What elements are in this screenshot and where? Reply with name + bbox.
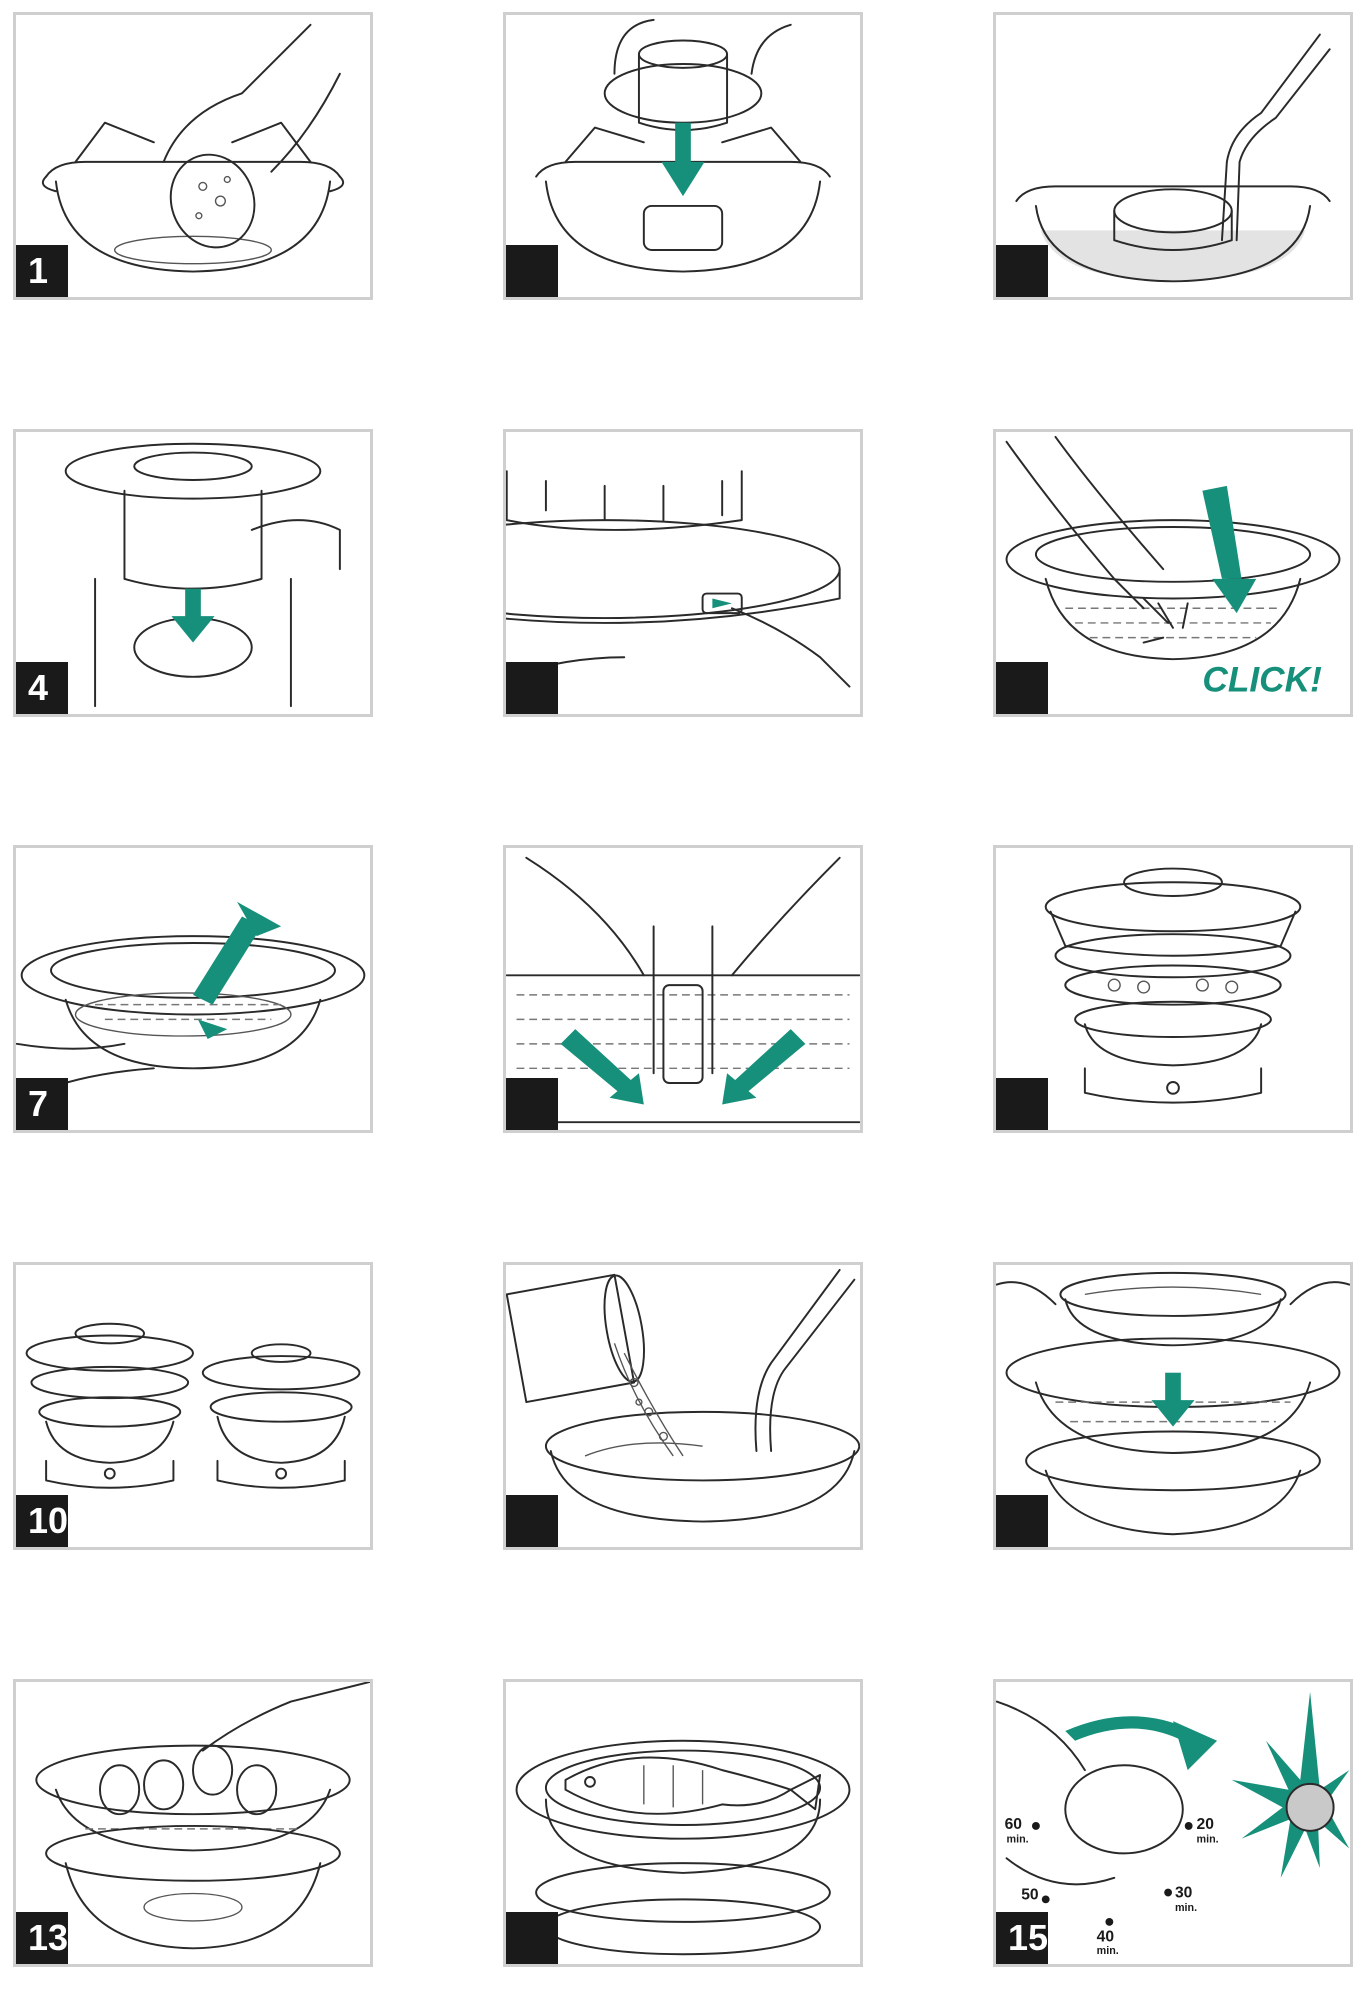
dial-unit: min. [1175,1902,1197,1914]
step-number-badge [506,1495,558,1547]
step-number-badge [506,1078,558,1130]
step-number-badge: 13 [16,1912,68,1964]
place-bowl-illustration [64,442,341,708]
step-panel-10: 10 [13,1262,373,1550]
click-label: CLICK! [1202,660,1322,699]
tray-grip-illustration [506,856,860,1124]
fill-water-illustration [1015,33,1331,283]
step-number-badge: 1 [16,245,68,297]
fish-in-basket-illustration [515,1739,851,1956]
step-number-badge [506,245,558,297]
step-panel-14 [503,1679,863,1967]
step-panel-2 [503,12,863,300]
step-number-badge: 4 [16,662,68,714]
dial-label-30: 30 [1175,1884,1193,1901]
step-number-badge [996,662,1048,714]
step-panel-11 [503,1262,863,1550]
basket-click-illustration: CLICK! [1005,435,1341,699]
step-number-badge [996,1078,1048,1130]
step-panel-7: 7 [13,845,373,1133]
step-number-badge: 10 [16,1495,68,1547]
step-number-badge: 7 [16,1078,68,1130]
step-panel-8 [503,845,863,1133]
base-switch-illustration [506,470,851,688]
dial-unit: min. [1097,1945,1119,1957]
timer-dial-illustration: 60 min. 20 min. 50 30 min. 40 min. [996,1691,1350,1957]
remove-tray-illustration [16,901,366,1094]
step-number-badge [996,1495,1048,1547]
dial-label-60: 60 [1005,1816,1023,1833]
dial-label-40: 40 [1097,1928,1115,1945]
pour-rice-illustration [506,1268,860,1523]
step-panel-6: CLICK! [993,429,1353,717]
dial-unit: min. [1007,1834,1029,1846]
step-number-badge [506,1912,558,1964]
step-panel-15: 60 min. 20 min. 50 30 min. 40 min. 15 [993,1679,1353,1967]
step-panel-9 [993,845,1353,1133]
eggs-in-basket-illustration [35,1682,370,1950]
light-burst-icon [1231,1691,1350,1878]
two-steamers-illustration [25,1322,361,1489]
step-panel-4: 4 [13,429,373,717]
dial-unit: min. [1197,1834,1219,1846]
step-panel-1: 1 [13,12,373,300]
step-number-badge [506,662,558,714]
step-number-badge [996,245,1048,297]
step-panel-5 [503,429,863,717]
sponge-in-bowl-illustration [41,23,345,273]
step-panel-12 [993,1262,1353,1550]
dial-label-50: 50 [1021,1886,1039,1903]
insert-rice-bowl-illustration [996,1271,1350,1536]
stacked-steamer-illustration [1044,867,1302,1104]
step-number-badge: 15 [996,1912,1048,1964]
step-panel-13: 13 [13,1679,373,1967]
dial-label-20: 20 [1197,1816,1215,1833]
step-panel-3 [993,12,1353,300]
insert-reservoir-illustration [535,18,831,273]
